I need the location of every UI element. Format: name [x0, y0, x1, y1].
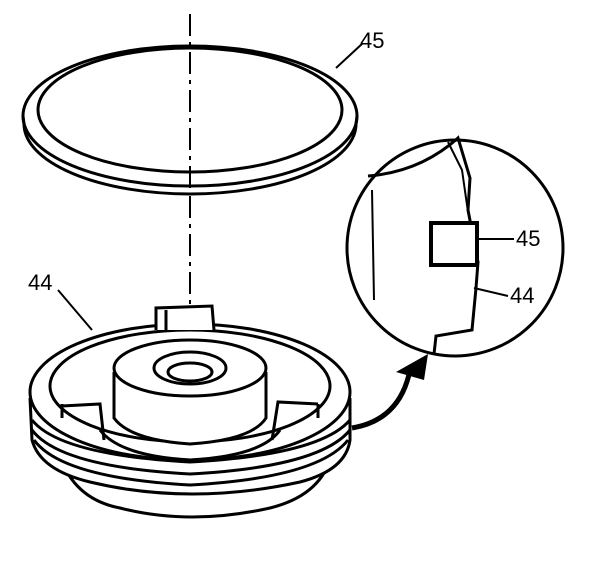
detail-view — [345, 135, 565, 358]
callout-45-ring: 45 — [360, 28, 384, 53]
leader-lines — [57, 42, 364, 331]
detail-arrow — [351, 354, 428, 431]
callout-45-detail: 45 — [516, 226, 540, 251]
callout-44-housing: 44 — [28, 270, 52, 295]
callout-44-detail: 44 — [510, 283, 534, 308]
ring-cross-section — [429, 221, 479, 267]
housing — [28, 304, 352, 519]
